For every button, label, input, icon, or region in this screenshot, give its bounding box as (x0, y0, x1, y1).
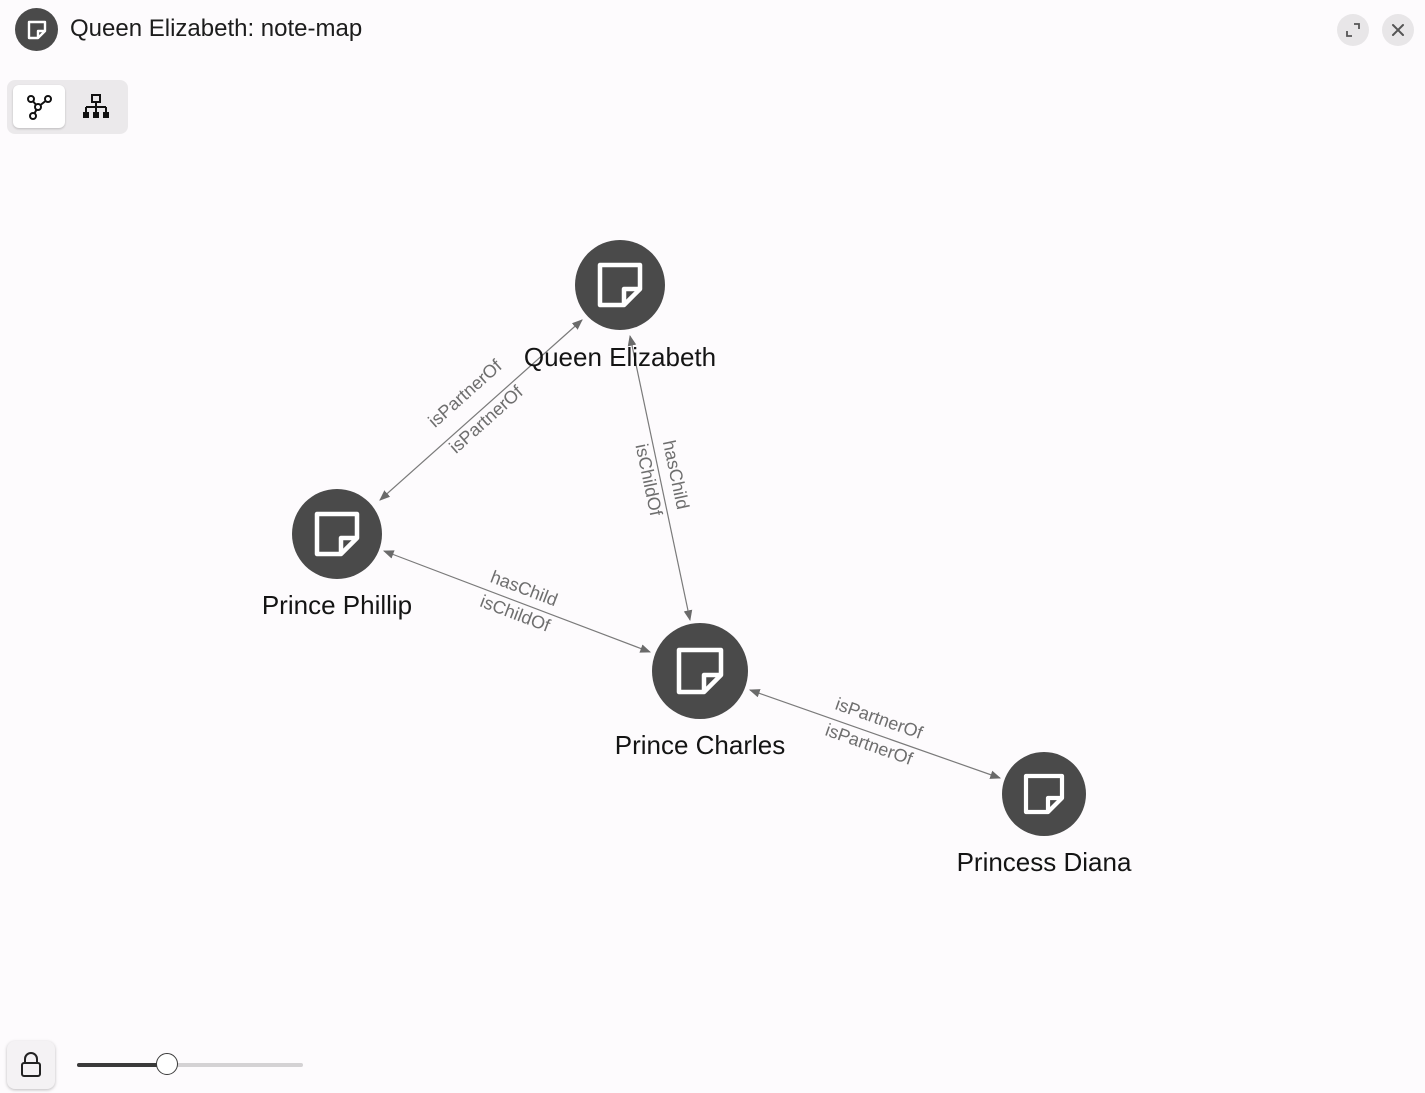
graph-node-prince-charles[interactable]: Prince Charles (615, 623, 786, 760)
note-icon (676, 647, 724, 695)
graph-node-princess-diana[interactable]: Princess Diana (957, 752, 1132, 877)
window-title: Queen Elizabeth: note-map (70, 15, 363, 42)
node-circle[interactable] (652, 623, 748, 719)
note-icon (1023, 773, 1065, 815)
node-label: Queen Elizabeth (524, 342, 716, 372)
note-icon (15, 8, 58, 51)
lock-button[interactable] (7, 1041, 55, 1089)
graph-node-prince-phillip[interactable]: Prince Phillip (262, 489, 412, 620)
graph-edge (748, 689, 1002, 779)
graph-network-icon (27, 94, 52, 120)
title-bar: Queen Elizabeth: note-map (0, 0, 1425, 60)
expand-icon (1346, 23, 1360, 37)
close-icon (1392, 24, 1404, 36)
note-icon (314, 511, 360, 557)
expand-button[interactable] (1337, 14, 1369, 46)
zoom-track[interactable] (77, 1063, 303, 1067)
graph-edge (379, 319, 583, 501)
node-label: Prince Charles (615, 730, 786, 760)
lock-icon (21, 1052, 41, 1077)
close-button[interactable] (1382, 14, 1414, 46)
zoom-fill (77, 1063, 167, 1067)
node-label: Prince Phillip (262, 590, 412, 620)
node-label: Princess Diana (957, 847, 1132, 877)
layout-toggle (7, 80, 128, 134)
graph-edges (379, 319, 1002, 779)
zoom-thumb[interactable] (156, 1053, 178, 1075)
node-circle[interactable] (575, 240, 665, 330)
graph-edge (382, 550, 652, 653)
zoom-slider[interactable] (77, 1052, 303, 1078)
node-circle[interactable] (1002, 752, 1086, 836)
force-graph-layout-button[interactable] (13, 85, 65, 128)
graph-node-queen-elizabeth[interactable]: Queen Elizabeth (524, 240, 716, 372)
tree-layout-button[interactable] (70, 85, 122, 128)
note-icon (597, 262, 643, 308)
sitemap-icon (83, 93, 109, 118)
node-circle[interactable] (292, 489, 382, 579)
graph-edge (627, 334, 693, 622)
